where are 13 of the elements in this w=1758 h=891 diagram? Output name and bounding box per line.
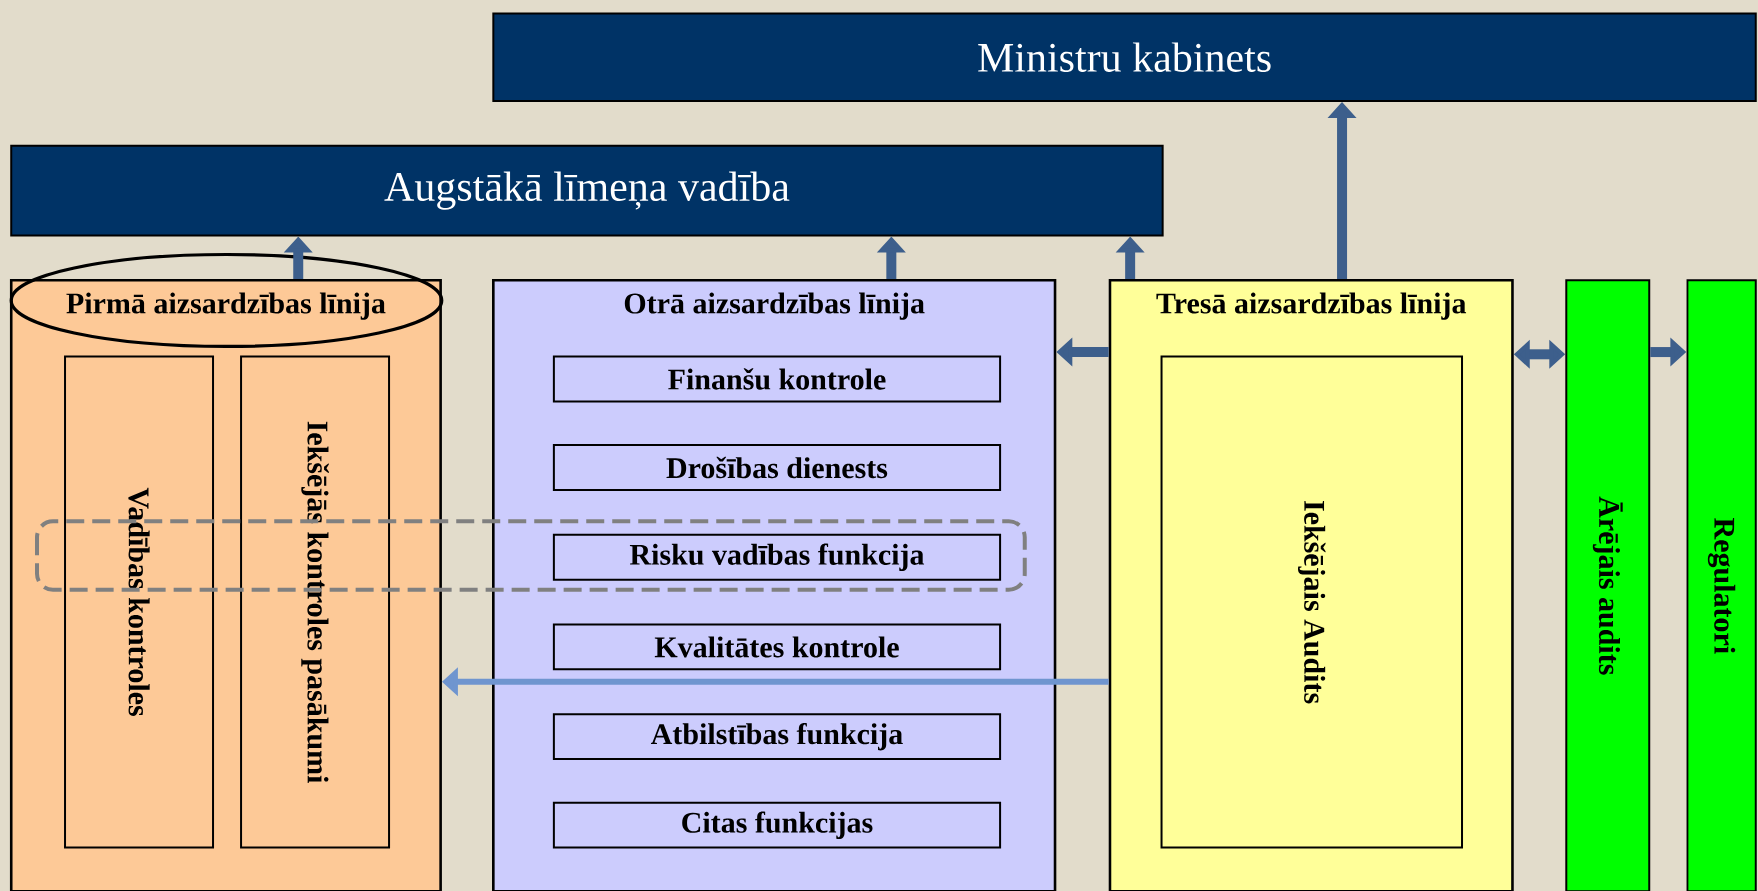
vertical-box: Iekšējais Audits (1160, 355, 1463, 849)
vertical-box: Iekšējās kontroles pasākumi (240, 355, 391, 849)
vertical-box: Regulatori (1686, 279, 1757, 891)
function-box: Risku vadības funkcija (552, 533, 1002, 581)
function-box: Drošības dienests (552, 443, 1002, 491)
title-banner: Augstākā līmeņa vadība (10, 144, 1164, 237)
vertical-box: Vadības kontroles (64, 355, 215, 849)
function-box: Citas funkcijas (552, 801, 1002, 849)
function-box: Kvalitātes kontrole (552, 623, 1002, 671)
title-banner: Ministru kabinets (492, 12, 1757, 102)
vertical-box: Ārējais audits (1565, 279, 1651, 891)
function-box: Atbilstības funkcija (552, 713, 1002, 760)
function-box: Finanšu kontrole (552, 355, 1002, 403)
